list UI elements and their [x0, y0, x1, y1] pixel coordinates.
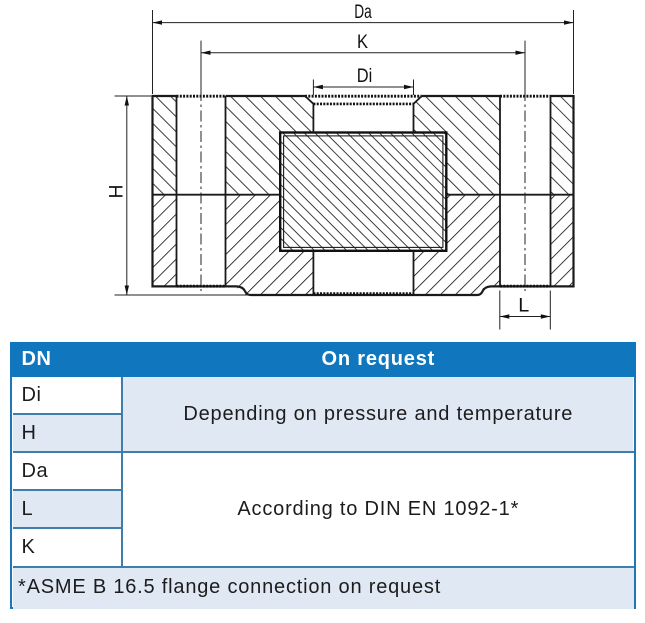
svg-text:H: H	[107, 185, 128, 199]
svg-text:L: L	[518, 295, 529, 317]
svg-text:Di: Di	[357, 66, 373, 87]
svg-text:K: K	[357, 32, 368, 53]
svg-text:Da: Da	[354, 2, 372, 23]
